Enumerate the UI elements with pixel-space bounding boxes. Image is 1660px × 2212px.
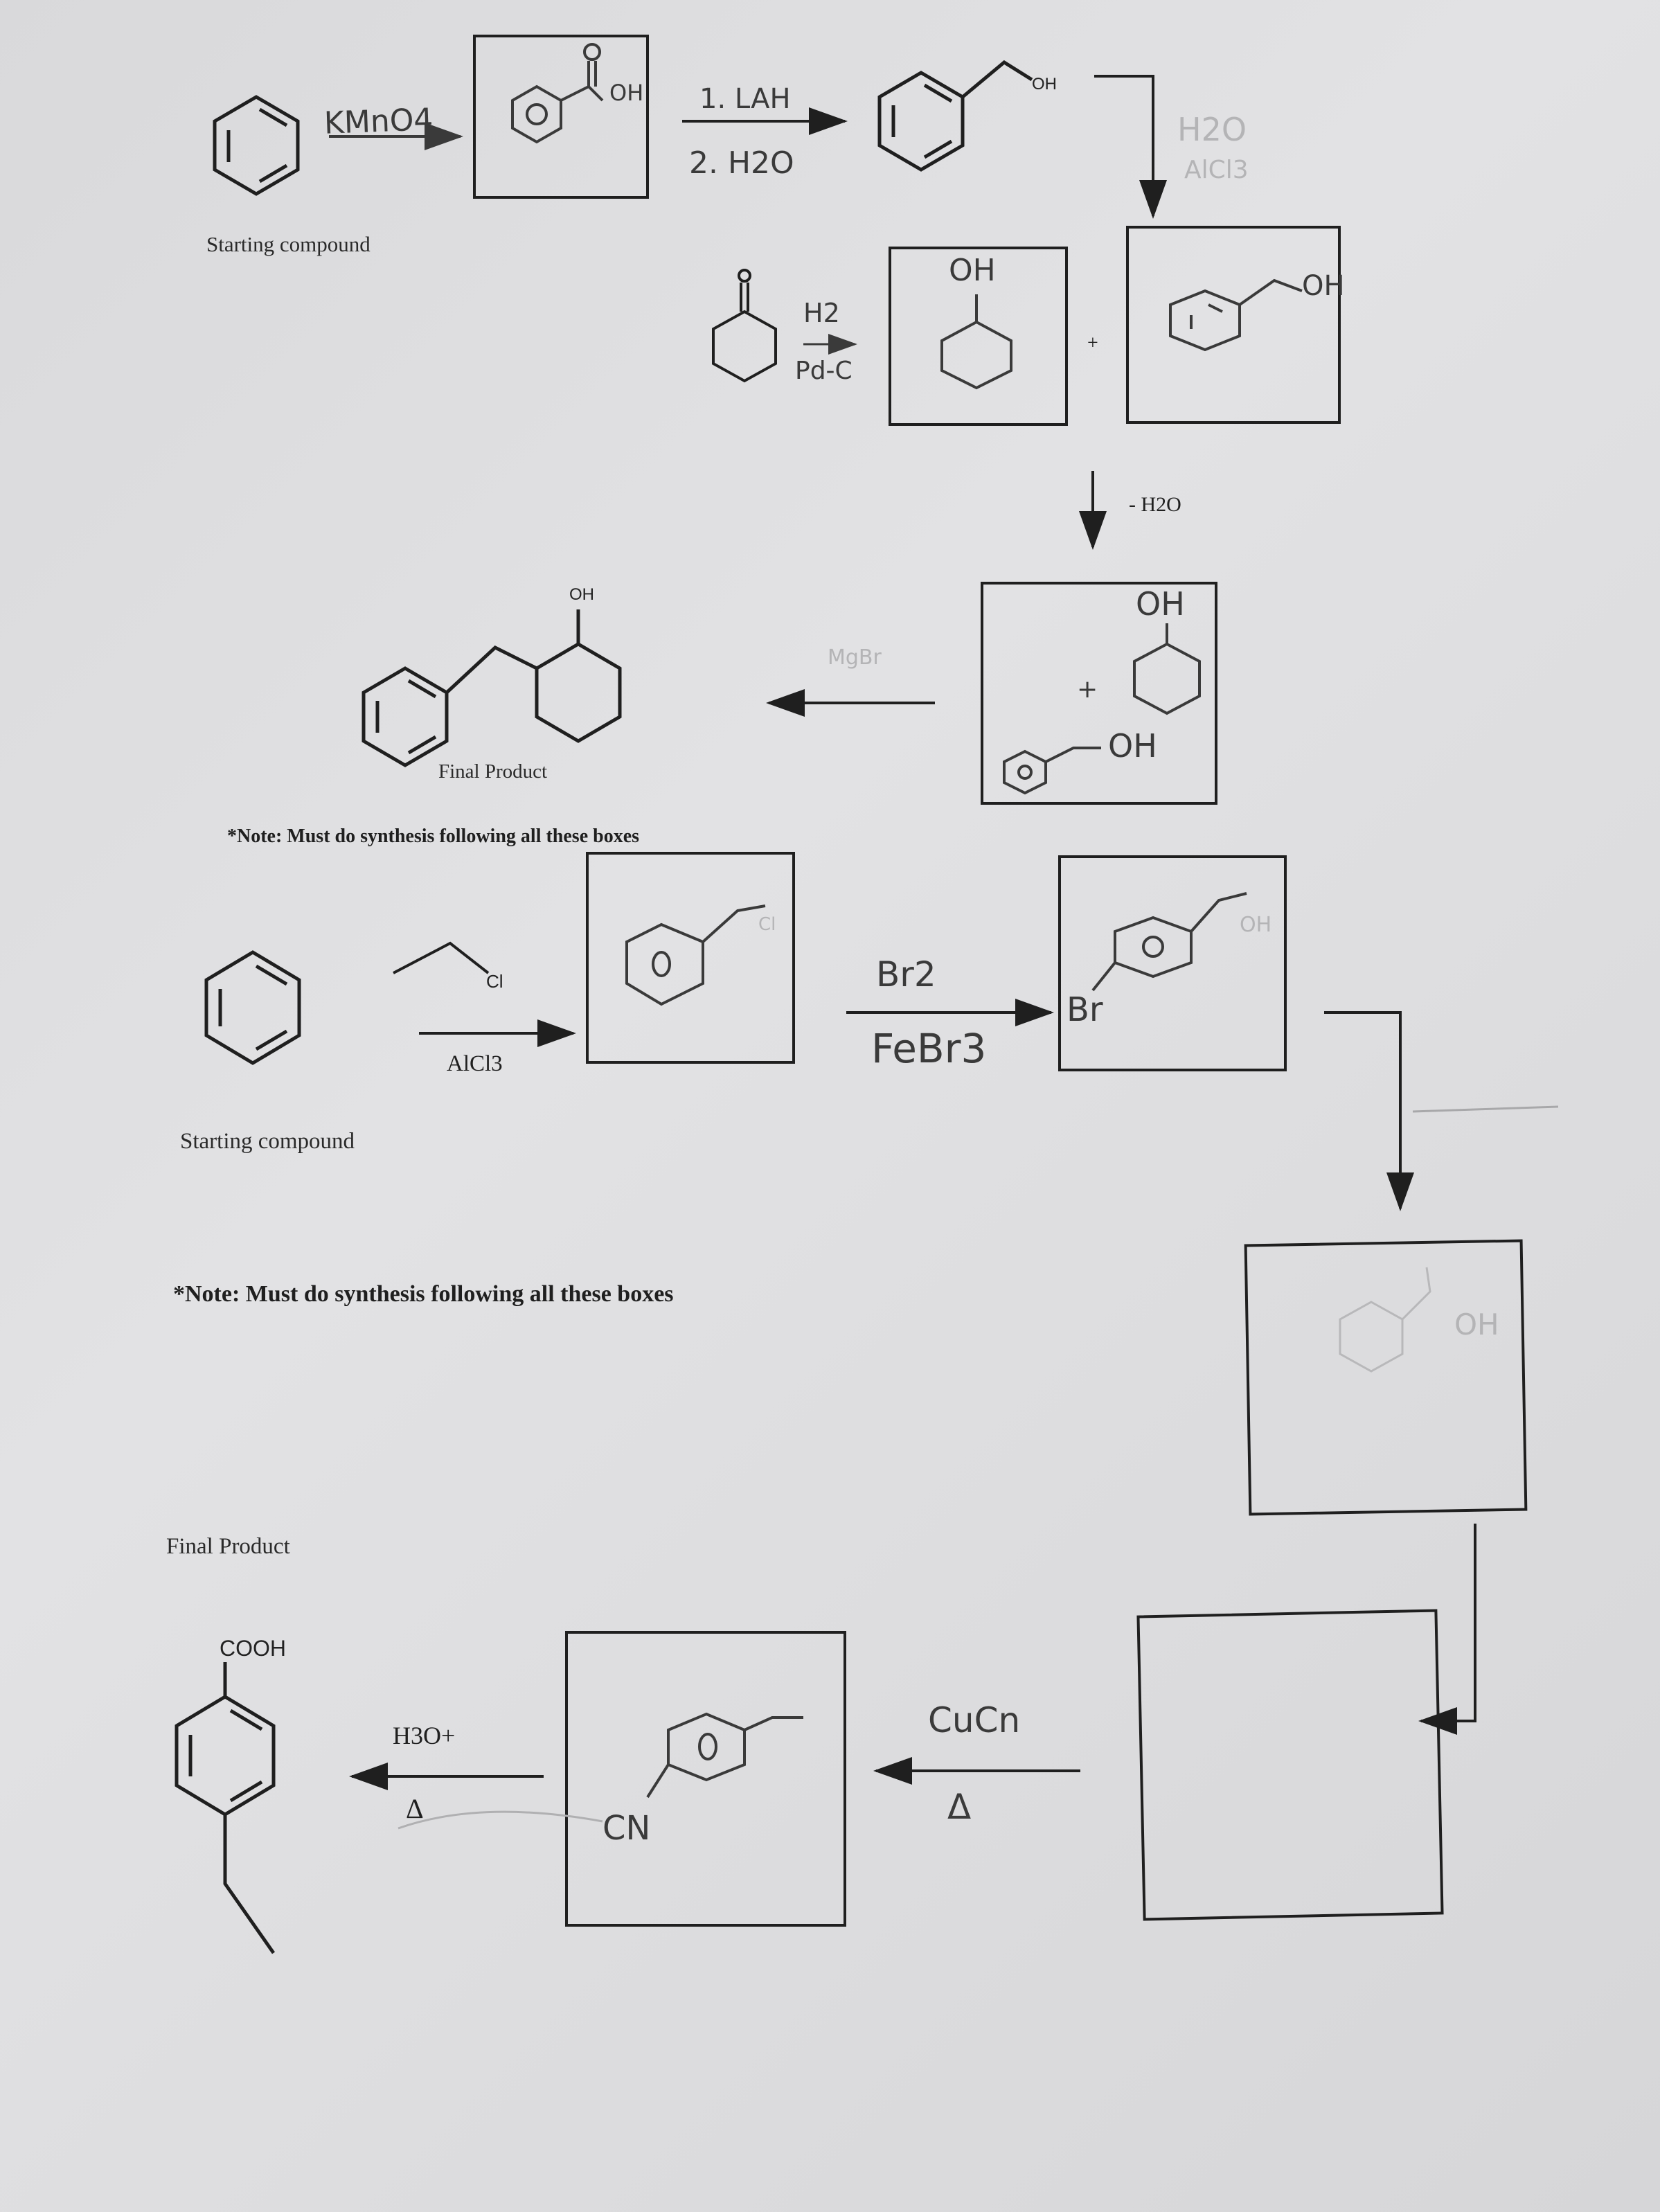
reagent-h3o: H3O+ — [393, 1722, 456, 1749]
benzene-start-1 — [213, 95, 300, 196]
answer-box-intermediate[interactable] — [1244, 1239, 1528, 1516]
plus-sign-2: + — [1077, 675, 1098, 704]
cn-label-hand: CN — [603, 1809, 651, 1848]
plus-sign-1: + — [1087, 332, 1098, 354]
benzyl-alcohol-sketch — [1169, 278, 1303, 352]
minus-h2o-label: - H2O — [1129, 493, 1181, 516]
pencil-stray-mark — [398, 1810, 603, 1830]
answer-box-pair[interactable] — [981, 582, 1217, 805]
faint-mgbr-note: MgBr — [828, 645, 882, 670]
reagent-febr3: FeBr3 — [871, 1025, 987, 1072]
benzoic-acid-sketch — [511, 43, 604, 144]
ethylbenzene-sketch — [625, 904, 766, 1006]
oh-final-1: OH — [569, 585, 594, 604]
faint-cl-note: Cl — [758, 914, 776, 935]
cyclohexanol-sketch — [940, 294, 1012, 390]
note-2: *Note: Must do synthesis following all t… — [173, 1281, 674, 1307]
faint-oh-note: OH — [1240, 913, 1272, 937]
reagent-delta-2: Δ — [406, 1793, 424, 1824]
faint-sketch — [1339, 1267, 1431, 1373]
oh-label-benzyl: OH — [1032, 75, 1057, 93]
oh-box-pair-bottom: OH — [1108, 727, 1157, 765]
starting-compound-label-2: Starting compound — [180, 1129, 355, 1154]
oh-cyclohexanol: OH — [949, 253, 996, 288]
arrow-to-benzyl-box — [1094, 75, 1167, 219]
final-product-label-2: Final Product — [166, 1534, 290, 1559]
oh-label-acid: OH — [609, 80, 644, 106]
cyclohexanone-structure — [712, 269, 777, 383]
faint-reagent-line — [1412, 1105, 1559, 1113]
answer-box-benzoic-acid[interactable] — [473, 35, 649, 199]
arrow-to-box-empty-2 — [1418, 1524, 1476, 1735]
starting-compound-label-1: Starting compound — [206, 232, 371, 256]
answer-box-empty[interactable] — [1136, 1609, 1444, 1921]
answer-box-nitrile[interactable] — [565, 1631, 846, 1927]
cl-label: Cl — [486, 971, 503, 992]
br-label-hand: Br — [1066, 990, 1103, 1029]
benzene-start-2 — [204, 950, 301, 1065]
reagent-cucn: CuCn — [928, 1700, 1021, 1740]
bromoethylbenzene-sketch — [1091, 892, 1247, 992]
reagent-lah: 1. LAH — [699, 83, 791, 115]
nitrile-sketch — [646, 1712, 803, 1799]
pair-sketch — [1003, 623, 1201, 795]
answer-box-ethylbenzene[interactable] — [586, 852, 795, 1064]
faint-h2o-note: H2O — [1177, 111, 1247, 148]
final-product-label-1: Final Product — [438, 760, 548, 783]
benzyl-alcohol-structure — [877, 60, 1033, 172]
note-1: *Note: Must do synthesis following all t… — [227, 826, 640, 847]
reagent-h2o: 2. H2O — [689, 145, 794, 181]
oh-box-pair-top: OH — [1136, 585, 1185, 623]
reagent-h2: H2 — [803, 298, 840, 328]
reagent-delta-1: Δ — [947, 1787, 972, 1827]
cooh-label: COOH — [220, 1636, 286, 1661]
reagent-pdc: Pd-C — [795, 357, 853, 385]
final-product-1-structure — [362, 609, 622, 767]
reagent-br2: Br2 — [876, 954, 936, 994]
arrow-to-box-empty-1 — [1324, 1011, 1414, 1211]
reagent-kmno4: KMnO4 — [323, 102, 434, 141]
ethyl-chloride-structure — [393, 941, 490, 974]
reagent-alcl3: AlCl3 — [447, 1051, 503, 1076]
answer-box-cyclohexanol[interactable] — [889, 247, 1068, 426]
faint-oh-box: OH — [1454, 1308, 1499, 1341]
oh-benzyl-box: OH — [1302, 270, 1345, 302]
answer-box-bromoethylbenzene[interactable] — [1058, 855, 1287, 1071]
faint-alcl3-note: AlCl3 — [1184, 156, 1249, 184]
answer-box-benzyl-alcohol[interactable] — [1126, 226, 1341, 424]
final-product-2-structure — [175, 1662, 276, 1954]
